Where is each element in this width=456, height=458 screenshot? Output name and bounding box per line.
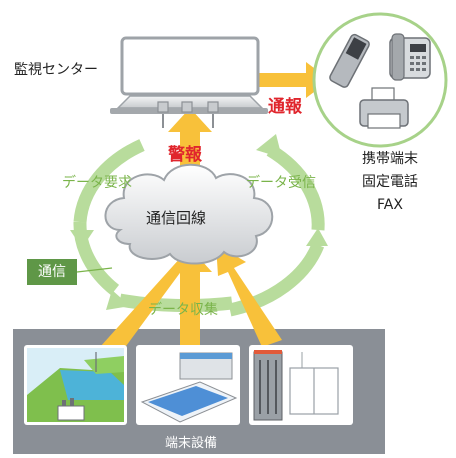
cycle-arrow-left-bottom: [73, 221, 120, 296]
cycle-arrow-bottom: [118, 293, 233, 313]
data-request-label: データ要求: [62, 175, 132, 191]
factory-icon: [136, 345, 240, 425]
destination-mobile: 携帯端末: [362, 151, 418, 167]
data-collect-label: データ収集: [148, 302, 218, 318]
cycle-arrowheads: [70, 134, 328, 310]
arrow-right-terminal: [216, 244, 282, 347]
cycle-arrow-left-top: [73, 139, 145, 223]
arrowhead-right-bottom: [306, 228, 328, 246]
arrow-notification: [258, 62, 330, 98]
terminal-equipment-label: 端末設備: [165, 436, 218, 451]
communication-leader-line: [76, 267, 113, 273]
comm-line-label: 通信回線: [146, 209, 207, 227]
monitoring-center-label: 監視センター: [14, 62, 98, 78]
fax-machine-icon: [359, 87, 409, 129]
destination-devices: [312, 12, 448, 148]
desk-phone-icon: [389, 33, 431, 81]
arrow-center-terminal: [168, 248, 212, 350]
notification-label: 通報: [268, 97, 302, 117]
data-collect-arrows: [100, 62, 330, 357]
terminal-tiles: [24, 345, 353, 425]
cell-phone-icon: [329, 33, 370, 88]
destination-landline: 固定電話: [362, 174, 418, 190]
communication-badge: 通信: [27, 259, 77, 285]
cloud-icon: [104, 163, 274, 265]
arrowhead-left: [70, 230, 94, 248]
server-rack-icon: [249, 345, 353, 425]
destination-list: 携帯端末 固定電話 FAX: [340, 148, 440, 217]
arrowhead-right-top: [256, 134, 282, 158]
arrow-alarm-up: [168, 108, 212, 170]
computer-monitor-icon: [110, 36, 268, 128]
alarm-label: 警報: [168, 145, 202, 165]
dam-icon: [24, 345, 127, 425]
data-receive-label: データ受信: [246, 175, 316, 191]
arrowhead-bottom: [106, 290, 130, 310]
destination-fax: FAX: [377, 197, 403, 213]
